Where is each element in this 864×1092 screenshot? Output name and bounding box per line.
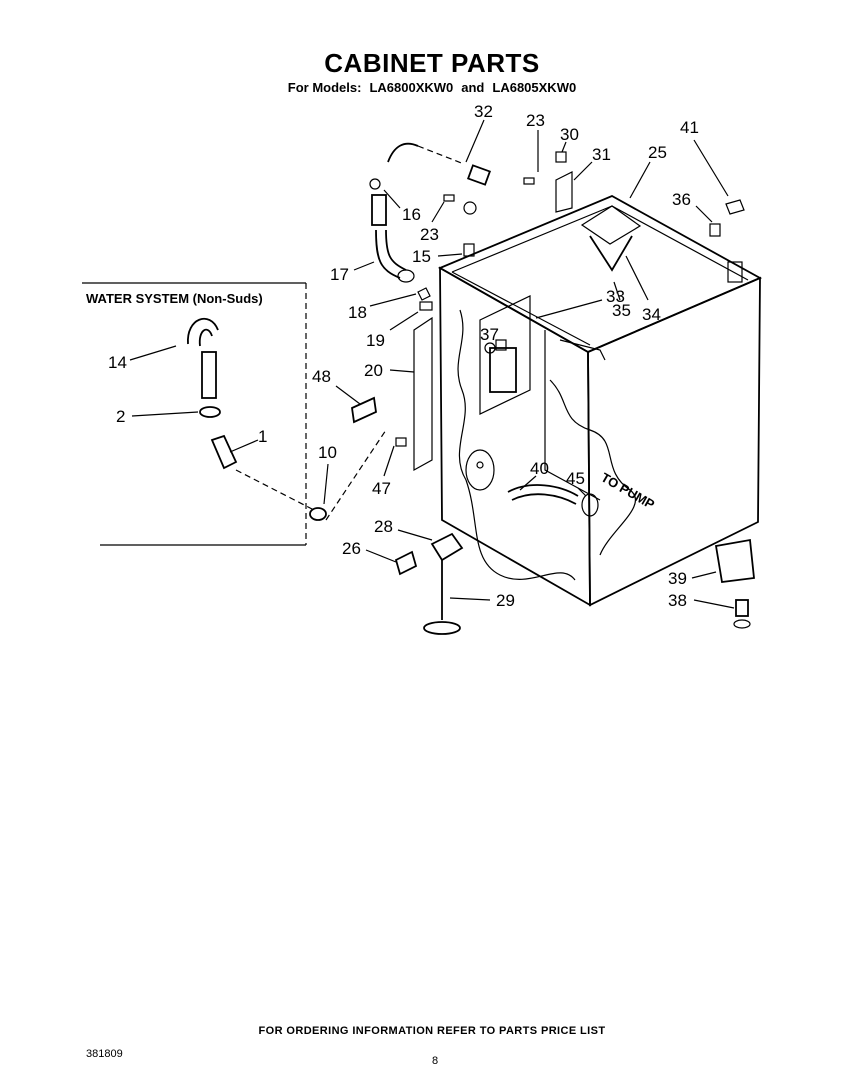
callout-40: 40 — [530, 459, 549, 478]
callout-23a: 23 — [526, 111, 545, 130]
callout-41: 41 — [680, 118, 699, 137]
document-number: 381809 — [86, 1048, 123, 1060]
callout-2: 2 — [116, 407, 125, 426]
water-system-label: WATER SYSTEM (Non-Suds) — [86, 291, 263, 306]
page-number: 8 — [432, 1055, 439, 1067]
callout-34: 34 — [642, 305, 661, 324]
model-number-2: LA6805XKW0 — [492, 80, 577, 95]
wire-harness-32 — [387, 142, 492, 215]
callout-16: 16 — [402, 205, 421, 224]
callout-35: 35 — [612, 301, 631, 320]
cabinet-body — [437, 195, 763, 607]
callout-45: 45 — [566, 469, 585, 488]
to-pump-label: TO PUMP — [599, 470, 658, 513]
callout-1: 1 — [258, 427, 267, 446]
water-valve-panel — [479, 295, 531, 415]
models-line: For Models: LA6800XKW0 and LA6805XKW0 — [0, 80, 864, 95]
callout-10: 10 — [318, 443, 337, 462]
callout-38: 38 — [668, 591, 687, 610]
water-system-inset: WATER SYSTEM (Non-Suds) — [82, 282, 307, 546]
callout-20: 20 — [364, 361, 383, 380]
callout-29: 29 — [496, 591, 515, 610]
inset-parts — [187, 318, 387, 521]
callout-numbers: 32 23 30 31 41 25 36 16 23 15 17 18 33 3… — [108, 102, 699, 610]
leveling-leg — [394, 532, 464, 635]
callout-28: 28 — [374, 517, 393, 536]
page-title: CABINET PARTS — [324, 48, 540, 78]
callout-15: 15 — [412, 247, 431, 266]
callout-25: 25 — [648, 143, 667, 162]
callout-18: 18 — [348, 303, 367, 322]
small-parts — [351, 151, 745, 447]
callout-31: 31 — [592, 145, 611, 164]
callout-37: 37 — [480, 325, 499, 344]
callout-17: 17 — [330, 265, 349, 284]
models-joiner: and — [461, 80, 485, 95]
models-prefix: For Models: — [287, 80, 362, 95]
callout-30: 30 — [560, 125, 579, 144]
callout-33: 33 — [606, 287, 625, 306]
callout-39: 39 — [668, 569, 687, 588]
callout-48: 48 — [312, 367, 331, 386]
callout-32: 32 — [474, 102, 493, 121]
side-panel-20 — [413, 316, 433, 472]
rear-bracket-39 — [714, 538, 755, 629]
leader-lines — [129, 119, 735, 609]
callout-14: 14 — [108, 353, 127, 372]
callout-19: 19 — [366, 331, 385, 350]
ordering-info-footer: FOR ORDERING INFORMATION REFER TO PARTS … — [258, 1025, 606, 1037]
callout-47: 47 — [372, 479, 391, 498]
callout-26: 26 — [342, 539, 361, 558]
callout-23b: 23 — [420, 225, 439, 244]
callout-36: 36 — [672, 190, 691, 209]
model-number-1: LA6800XKW0 — [369, 80, 454, 95]
fill-hose-17 — [369, 178, 415, 283]
